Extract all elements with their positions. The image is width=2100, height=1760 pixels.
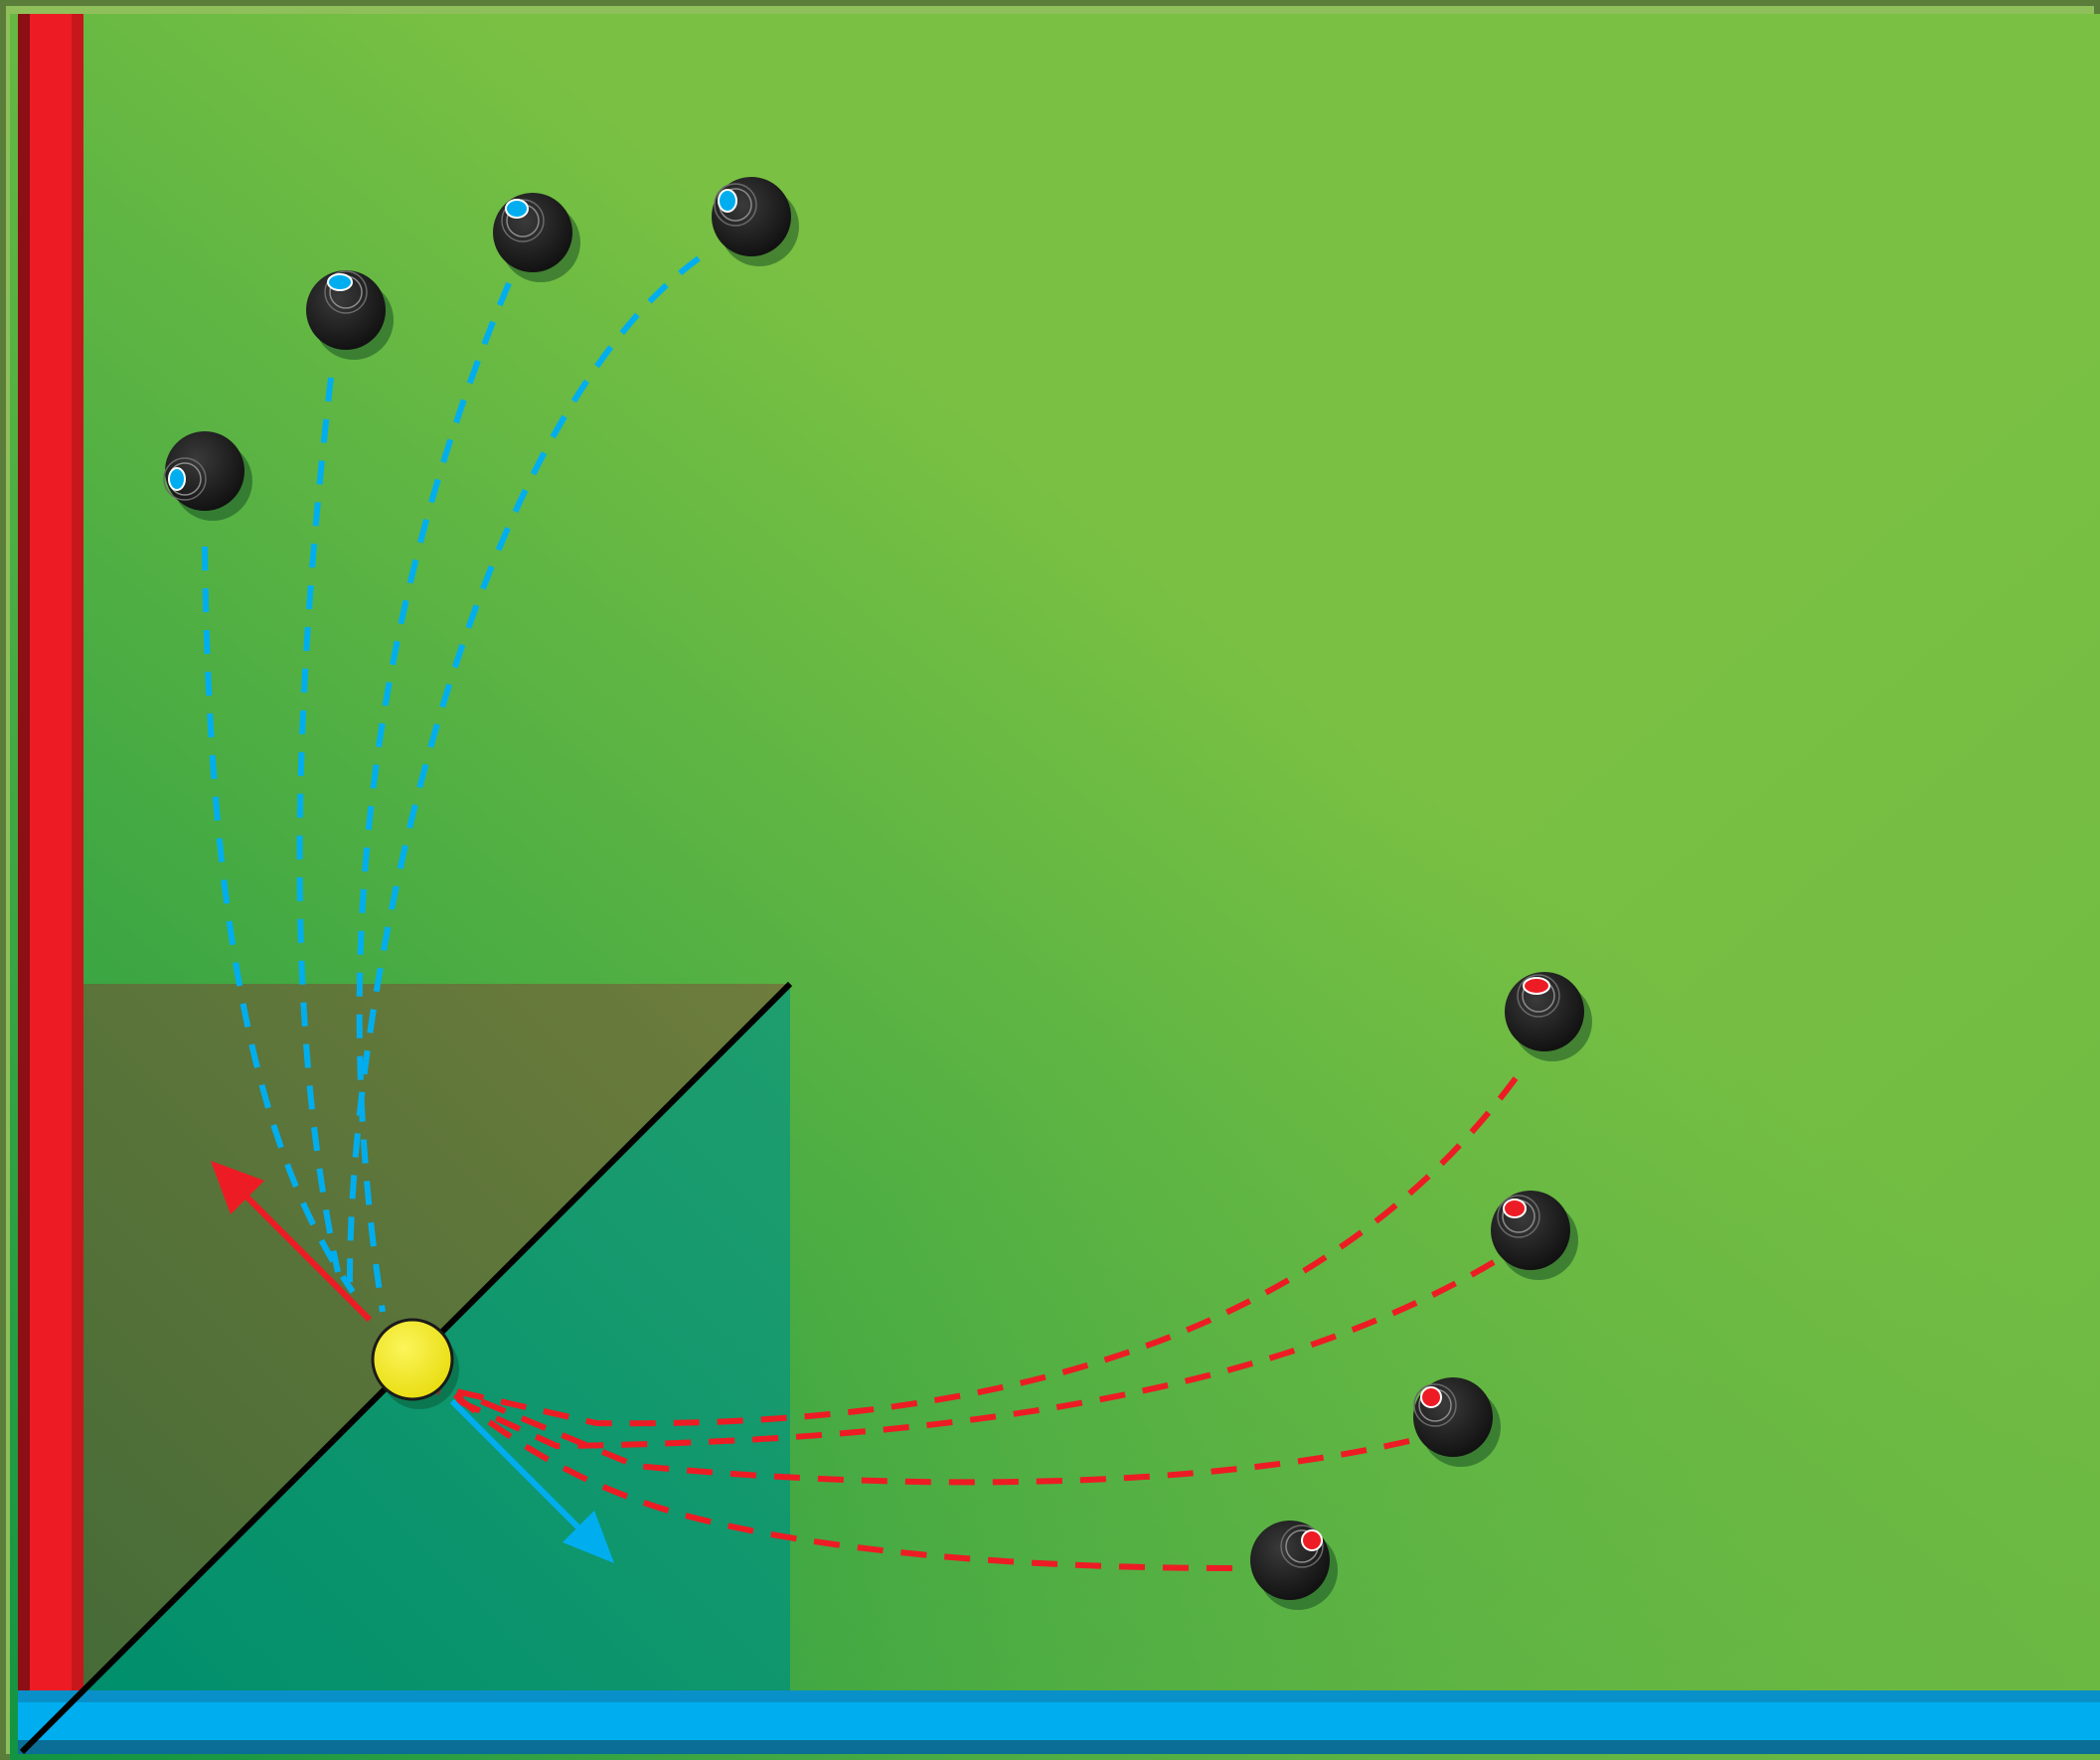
red-path-4 (443, 1383, 1233, 1571)
red-path-2 (435, 1259, 1496, 1450)
red-bowl-1 (1505, 972, 1592, 1061)
blue-bowl-3 (493, 193, 580, 282)
blue-arrow (449, 1398, 614, 1563)
jack (371, 1318, 459, 1409)
red-bowl-2 (1491, 1191, 1578, 1280)
bottom-rail (18, 1702, 2100, 1742)
red-path-3 (455, 1388, 1410, 1486)
blue-path-4 (346, 255, 701, 1288)
bottom-rail-edge (18, 1690, 2100, 1702)
blue-bowl-4 (712, 177, 799, 266)
blue-paths (202, 255, 701, 1313)
blue-path-3 (356, 281, 512, 1313)
red-arrow (211, 1161, 373, 1323)
blue-bowl-2 (306, 270, 394, 360)
left-rail (30, 14, 72, 1753)
blue-path-1 (202, 546, 356, 1294)
blue-bowl-1 (163, 431, 252, 521)
red-bowl-3 (1413, 1377, 1501, 1467)
left-rail-dark (18, 14, 32, 1753)
red-paths (435, 1076, 1519, 1571)
red-path-1 (446, 1076, 1519, 1427)
left-rail-edge (72, 14, 83, 1753)
red-bowl-4 (1250, 1520, 1338, 1610)
bottom-rail-dark (18, 1740, 2100, 1754)
